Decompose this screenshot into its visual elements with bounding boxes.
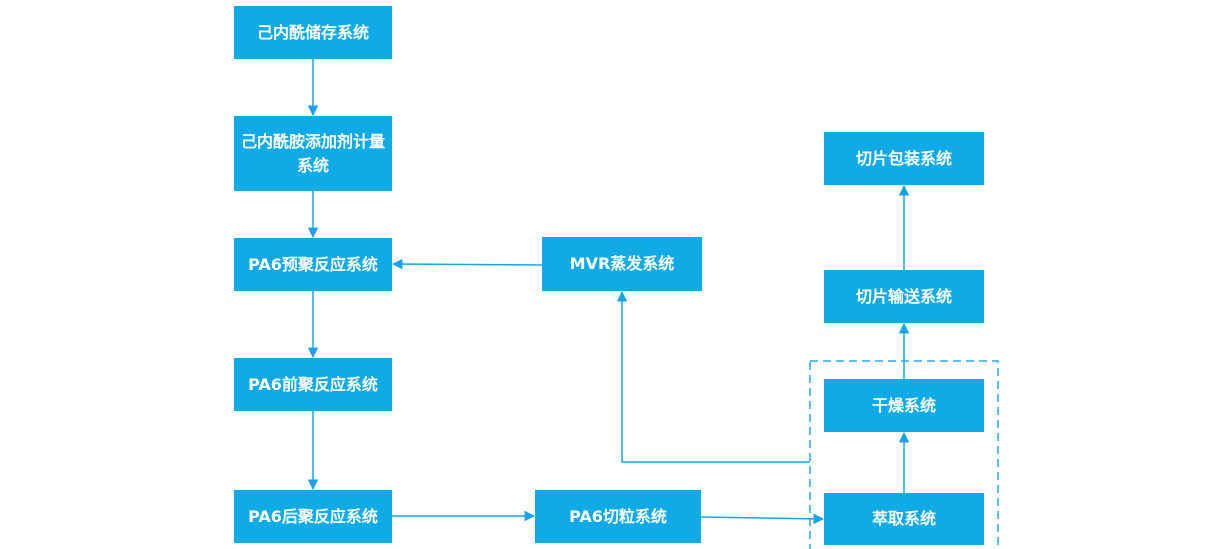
mvr-evaporation-box: MVR蒸发系统 [542,237,702,291]
extraction-box: 萃取系统 [824,493,984,545]
caprolactam-storage-label: 己内酰储存系统 [256,22,369,42]
arrow-mvr-to-pre [391,258,543,270]
extraction-label: 萃取系统 [871,509,936,528]
chip-transport-box: 切片输送系统 [824,270,984,323]
front-polymerization-label: PA6前聚反应系统 [248,374,378,394]
drying-label: 干燥系统 [871,395,936,415]
pre-polymerization-box: PA6预聚反应系统 [234,238,392,291]
pelletizing-label: PA6切粒系统 [569,506,667,526]
post-polymerization-box: PA6后聚反应系统 [234,490,392,543]
post-polymerization-label: PA6后聚反应系统 [248,506,378,526]
pre-polymerization-label: PA6预聚反应系统 [248,254,378,274]
chip-transport-label: 切片输送系统 [855,286,952,306]
chip-packing-label: 切片包装系统 [855,148,952,168]
front-polymerization-box: PA6前聚反应系统 [234,358,392,411]
arrow-cut-to-extract [700,513,825,525]
drying-box: 干燥系统 [824,379,984,432]
chip-packing-box: 切片包装系统 [824,132,984,185]
arrow-extract-to-mvr [616,290,810,463]
additive-metering-box: 己内酰胺添加剂计量系统 [234,116,392,191]
mvr-evaporation-label: MVR蒸发系统 [569,254,675,273]
additive-metering-label: 己内酰胺添加剂计量系统 [240,131,385,175]
caprolactam-storage-box: 己内酰储存系统 [234,6,392,59]
pelletizing-box: PA6切粒系统 [535,490,701,543]
